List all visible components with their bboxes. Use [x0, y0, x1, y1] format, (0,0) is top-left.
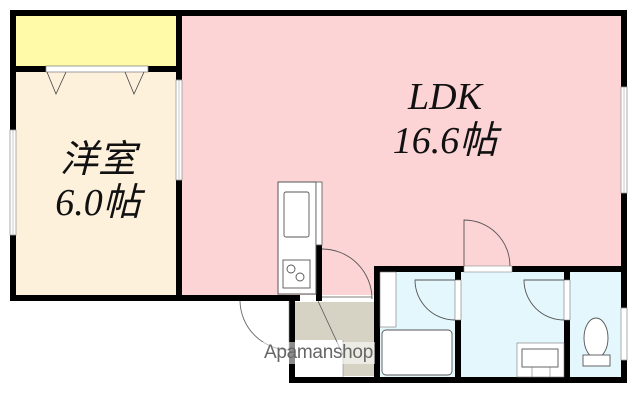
wall-wet-top-left: [374, 266, 464, 272]
wall-bath-wash-top: [455, 272, 461, 280]
wall-western-ldk-top: [176, 10, 182, 80]
ldk-lower-extension: [320, 265, 375, 295]
wall-closet-divider-right: [148, 66, 178, 72]
watermark: Apamanshop: [262, 342, 375, 364]
wall-wet-top-right: [512, 266, 627, 272]
ldk-size: 16.6帖: [392, 120, 498, 162]
wall-bath-wash-bottom: [455, 320, 461, 380]
wall-western-ldk-bottom: [176, 180, 182, 301]
wall-right-mid: [621, 193, 627, 308]
wall-wash-toilet-bottom: [564, 320, 570, 380]
western-room: [16, 71, 176, 295]
wall-kitchen-stub: [316, 245, 322, 301]
closet: [16, 16, 176, 66]
ldk: [181, 16, 621, 295]
wall-top: [10, 10, 627, 16]
western-room-label: 洋室 6.0帖: [28, 140, 168, 222]
wall-left-closet: [10, 10, 16, 130]
wall-bottom-western: [10, 295, 300, 301]
wall-closet-divider-left: [16, 66, 46, 72]
wall-right-top: [621, 10, 627, 87]
western-room-name: 洋室: [59, 137, 136, 181]
ldk-name: LDK: [408, 76, 482, 118]
wall-right-bottom: [621, 360, 627, 383]
wall-left-lower: [10, 235, 16, 301]
wall-wash-toilet-top: [564, 272, 570, 280]
wall-bottom: [289, 377, 627, 383]
ldk-label: LDK 16.6帖: [355, 78, 535, 160]
wall-wet-left: [374, 266, 380, 383]
western-room-size: 6.0帖: [55, 182, 141, 224]
